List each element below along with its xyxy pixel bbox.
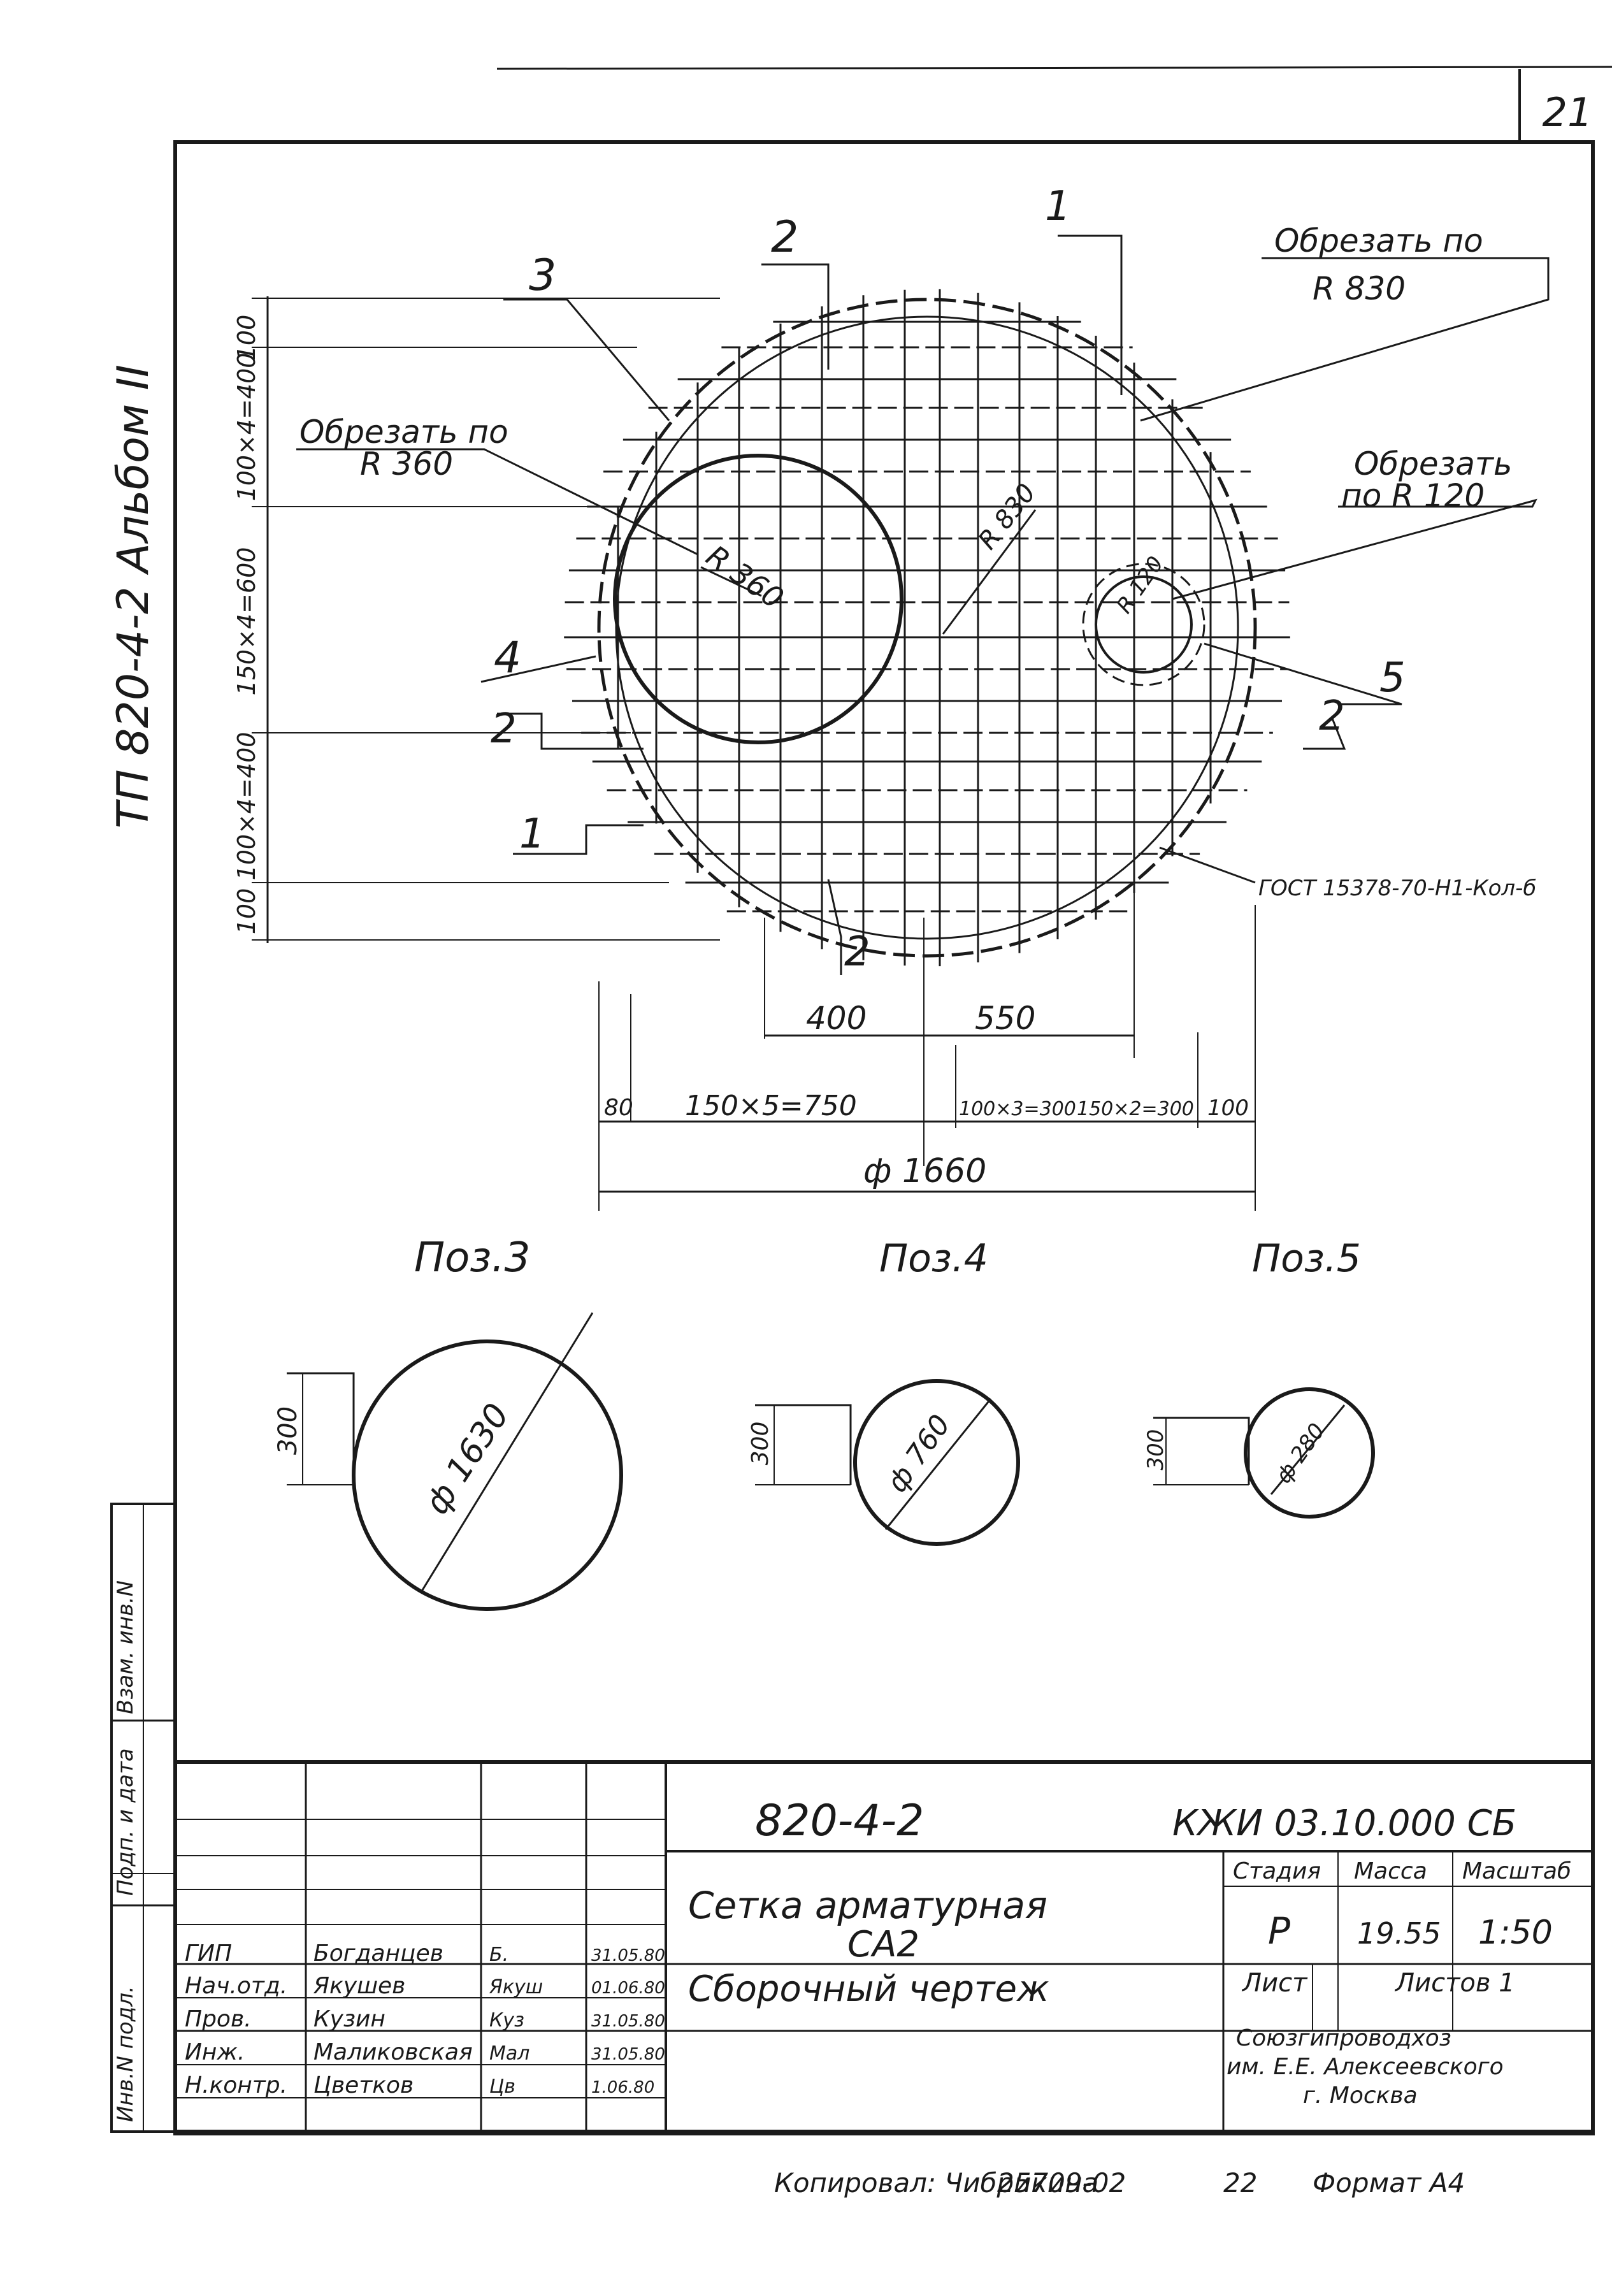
pos5-diameter: ф 280 xyxy=(1271,1419,1330,1488)
position-3-detail: Поз.3 ф 1630 300 xyxy=(273,1234,623,1611)
mesh-outline-circle-r830 xyxy=(597,298,1257,958)
org-line2: им. Е.Е. Алексеевского xyxy=(1227,2054,1504,2080)
label-sheets: Листов 1 xyxy=(1394,1968,1515,1998)
title-line3: Сборочный чертеж xyxy=(688,1968,1049,2010)
signature-name: Кузин xyxy=(313,2006,385,2032)
side-col-replace: Взам. инв.N xyxy=(113,1580,138,1714)
dim-left-upper: 100×4=400 xyxy=(233,353,261,502)
pos4-lead: 300 xyxy=(747,1422,774,1466)
pos3-top-label: 3 xyxy=(529,250,556,301)
note-cut-r830-line2: R 830 xyxy=(1313,270,1406,307)
signature-name: Маликовская xyxy=(313,2039,473,2065)
dim-bottom-100: 100 xyxy=(1207,1095,1249,1121)
pos2-left-label: 2 xyxy=(491,705,517,753)
note-cut-r120-line1: Обрезать xyxy=(1354,445,1513,482)
signature-role: Инж. xyxy=(185,2039,245,2065)
note-gost: ГОСТ 15378-70-Н1-Кол-б xyxy=(1258,876,1536,901)
title-block xyxy=(173,1760,1595,2134)
dim-550: 550 xyxy=(975,1000,1035,1037)
org-line3: г. Москва xyxy=(1303,2083,1418,2109)
signature-role: Нач.отд. xyxy=(185,1973,287,1999)
signature-role: Н.контр. xyxy=(185,2072,287,2098)
pos3-title: Поз.3 xyxy=(414,1234,530,1282)
dim-bottom-100x3: 100×3=300 xyxy=(959,1098,1076,1120)
project-code: 820-4-2 xyxy=(755,1796,924,1846)
signature-sign: Цв xyxy=(489,2076,515,2098)
pos1-top-label: 1 xyxy=(1045,183,1071,230)
side-col-inv: Инв.N подл. xyxy=(113,1986,138,2122)
bottom-dimension-chain xyxy=(598,867,1256,1211)
dim-bottom-150x5: 150×5=750 xyxy=(685,1090,857,1122)
title-line1: Сетка арматурная xyxy=(688,1884,1047,1927)
pos5-title: Поз.5 xyxy=(1252,1236,1361,1281)
pos2-top-label: 2 xyxy=(771,212,798,263)
footer-order-number: 25709-02 xyxy=(997,2167,1126,2199)
radius-label-r120: R 120 xyxy=(1112,552,1169,618)
note-cut-r120-line2: по R 120 xyxy=(1341,477,1485,514)
footer-format: Формат А4 xyxy=(1313,2167,1465,2199)
header-scale: Масштаб xyxy=(1462,1858,1571,1884)
pos5-lead: 300 xyxy=(1143,1429,1169,1471)
position-5-detail: Поз.5 ф 280 300 xyxy=(1143,1236,1375,1519)
pos2-bottom-label: 2 xyxy=(844,928,870,976)
mesh-inner-circle xyxy=(615,315,1239,940)
radius-label-r360: R 360 xyxy=(700,538,790,616)
value-mass: 19.55 xyxy=(1357,1916,1441,1951)
org-line1: Союзгипроводхоз xyxy=(1236,2025,1451,2051)
signature-name: Цветков xyxy=(313,2072,414,2098)
signature-role: ГИП xyxy=(185,1940,232,1967)
signature-date: 1.06.80 xyxy=(591,2078,654,2097)
page-number: 21 xyxy=(1543,89,1593,136)
header-mass: Масса xyxy=(1354,1858,1427,1884)
pos4-left-label: 4 xyxy=(494,633,521,683)
signature-date: 31.05.80 xyxy=(591,2045,665,2064)
side-col-sign: Подп. и дата xyxy=(113,1748,138,1896)
footer-sheet-index: 22 xyxy=(1223,2167,1257,2199)
signature-role: Пров. xyxy=(185,2006,252,2032)
mesh-plan xyxy=(564,289,1290,967)
signature-date: 31.05.80 xyxy=(591,1946,665,1965)
position-4-detail: Поз.4 ф 760 300 xyxy=(747,1236,1020,1546)
header-stage: Стадия xyxy=(1233,1858,1321,1884)
note-cut-r360-line1: Обрезать по xyxy=(299,414,508,451)
dim-left-top-100: 100 xyxy=(233,315,261,361)
value-scale: 1:50 xyxy=(1478,1914,1553,1952)
opening-circle-r120-cut xyxy=(1082,563,1205,686)
dim-400: 400 xyxy=(806,1000,867,1037)
pos1-left-label: 1 xyxy=(519,811,545,858)
dim-bottom-150x2: 150×2=300 xyxy=(1077,1098,1194,1120)
pos4-title: Поз.4 xyxy=(879,1236,988,1281)
dim-left-bottom: 100 xyxy=(233,888,261,935)
signature-sign: Якуш xyxy=(489,1976,543,1998)
pos5-right-label: 5 xyxy=(1379,654,1406,702)
pos3-lead: 300 xyxy=(273,1406,303,1455)
pos2-right-label: 2 xyxy=(1319,693,1345,740)
side-caption: ТП 820-4-2 Альбом II xyxy=(108,365,159,828)
left-dimension-chain xyxy=(252,296,720,943)
signature-name: Богданцев xyxy=(313,1940,443,1967)
signature-name: Якушев xyxy=(313,1973,405,1999)
label-sheet: Лист xyxy=(1241,1968,1308,1998)
title-line2: СА2 xyxy=(847,1924,919,1965)
opening-circle-r360 xyxy=(613,454,903,744)
dim-bottom-80: 80 xyxy=(604,1095,633,1121)
document-code: КЖИ 03.10.000 СБ xyxy=(1172,1803,1516,1844)
signature-date: 31.05.80 xyxy=(591,2012,665,2031)
note-cut-r360-line2: R 360 xyxy=(360,445,453,482)
dim-left-lower: 100×4=400 xyxy=(233,732,261,881)
signature-sign: Мал xyxy=(489,2042,529,2065)
footer-copied-by: Копировал: Чибрикина xyxy=(774,2167,1098,2199)
dim-diameter: ф 1660 xyxy=(863,1152,986,1190)
plan-leaders xyxy=(296,235,1550,975)
top-strip-line xyxy=(496,66,1613,70)
signature-sign: Б. xyxy=(489,1944,508,1966)
signature-sign: Куз xyxy=(489,2009,524,2032)
mesh-bars xyxy=(564,289,1290,967)
note-cut-r830-line1: Обрезать по xyxy=(1274,222,1483,259)
value-stage: Р xyxy=(1268,1909,1290,1953)
signature-date: 01.06.80 xyxy=(591,1979,665,1998)
dim-left-middle: 150×4=600 xyxy=(233,547,261,696)
